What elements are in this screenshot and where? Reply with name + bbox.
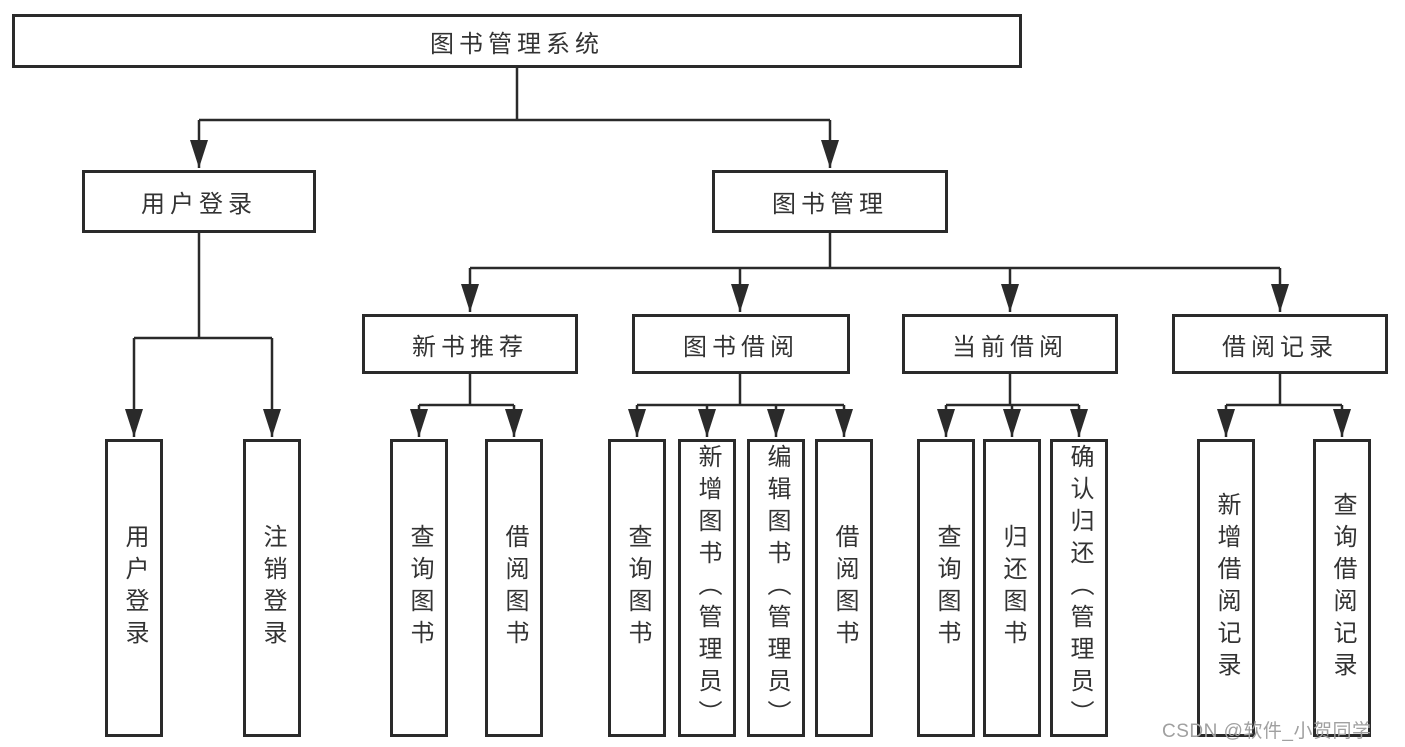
node-label: 用户登录 — [141, 191, 257, 218]
node-label: 新书推荐 — [412, 333, 528, 361]
node-label: 查询图书 — [933, 524, 960, 652]
connector-arrows — [125, 120, 1351, 437]
node-query-book-current: 查询图书 — [917, 439, 975, 737]
node-label: 查询借阅记录 — [1329, 492, 1356, 684]
node-user-login: 用户登录 — [105, 439, 163, 737]
node-query-book-borrow: 查询图书 — [608, 439, 666, 737]
node-book-management: 图书管理 — [712, 170, 948, 233]
node-borrow-book-recommend: 借阅图书 — [485, 439, 543, 737]
node-label: 图书借阅 — [683, 333, 799, 361]
node-new-book-recommend: 新书推荐 — [362, 314, 578, 374]
node-add-book-admin: 新增图书（管理员） — [678, 439, 736, 737]
node-borrow-records: 借阅记录 — [1172, 314, 1388, 374]
node-label: 编辑图书（管理员） — [763, 444, 790, 732]
node-query-borrow-record: 查询借阅记录 — [1313, 439, 1371, 737]
node-label: 借阅图书 — [831, 524, 858, 652]
csdn-watermark: CSDN @软件_小贺同学 — [1162, 721, 1372, 742]
node-label: 当前借阅 — [952, 333, 1068, 361]
node-user-login-branch: 用户登录 — [82, 170, 316, 233]
node-label: 借阅记录 — [1222, 333, 1338, 361]
node-label: 图书管理 — [772, 191, 888, 218]
node-label: 归还图书 — [999, 524, 1026, 652]
node-return-book: 归还图书 — [983, 439, 1041, 737]
connector-trunk-lines — [134, 68, 1342, 407]
node-label: 查询图书 — [406, 524, 433, 652]
node-label: 借阅图书 — [501, 524, 528, 652]
node-label: 用户登录 — [121, 524, 148, 652]
node-label: 注销登录 — [259, 524, 286, 652]
node-current-borrowing: 当前借阅 — [902, 314, 1118, 374]
node-edit-book-admin: 编辑图书（管理员） — [747, 439, 805, 737]
node-label: 图书管理系统 — [430, 30, 604, 58]
node-label: 确认归还（管理员） — [1066, 444, 1093, 732]
node-book-borrowing: 图书借阅 — [632, 314, 850, 374]
node-confirm-return-admin: 确认归还（管理员） — [1050, 439, 1108, 737]
node-label: 新增图书（管理员） — [694, 444, 721, 732]
node-label: 查询图书 — [624, 524, 651, 652]
node-library-system: 图书管理系统 — [12, 14, 1022, 68]
node-add-borrow-record: 新增借阅记录 — [1197, 439, 1255, 737]
node-query-book-recommend: 查询图书 — [390, 439, 448, 737]
node-logout-login: 注销登录 — [243, 439, 301, 737]
node-label: 新增借阅记录 — [1213, 492, 1240, 684]
node-borrow-book: 借阅图书 — [815, 439, 873, 737]
